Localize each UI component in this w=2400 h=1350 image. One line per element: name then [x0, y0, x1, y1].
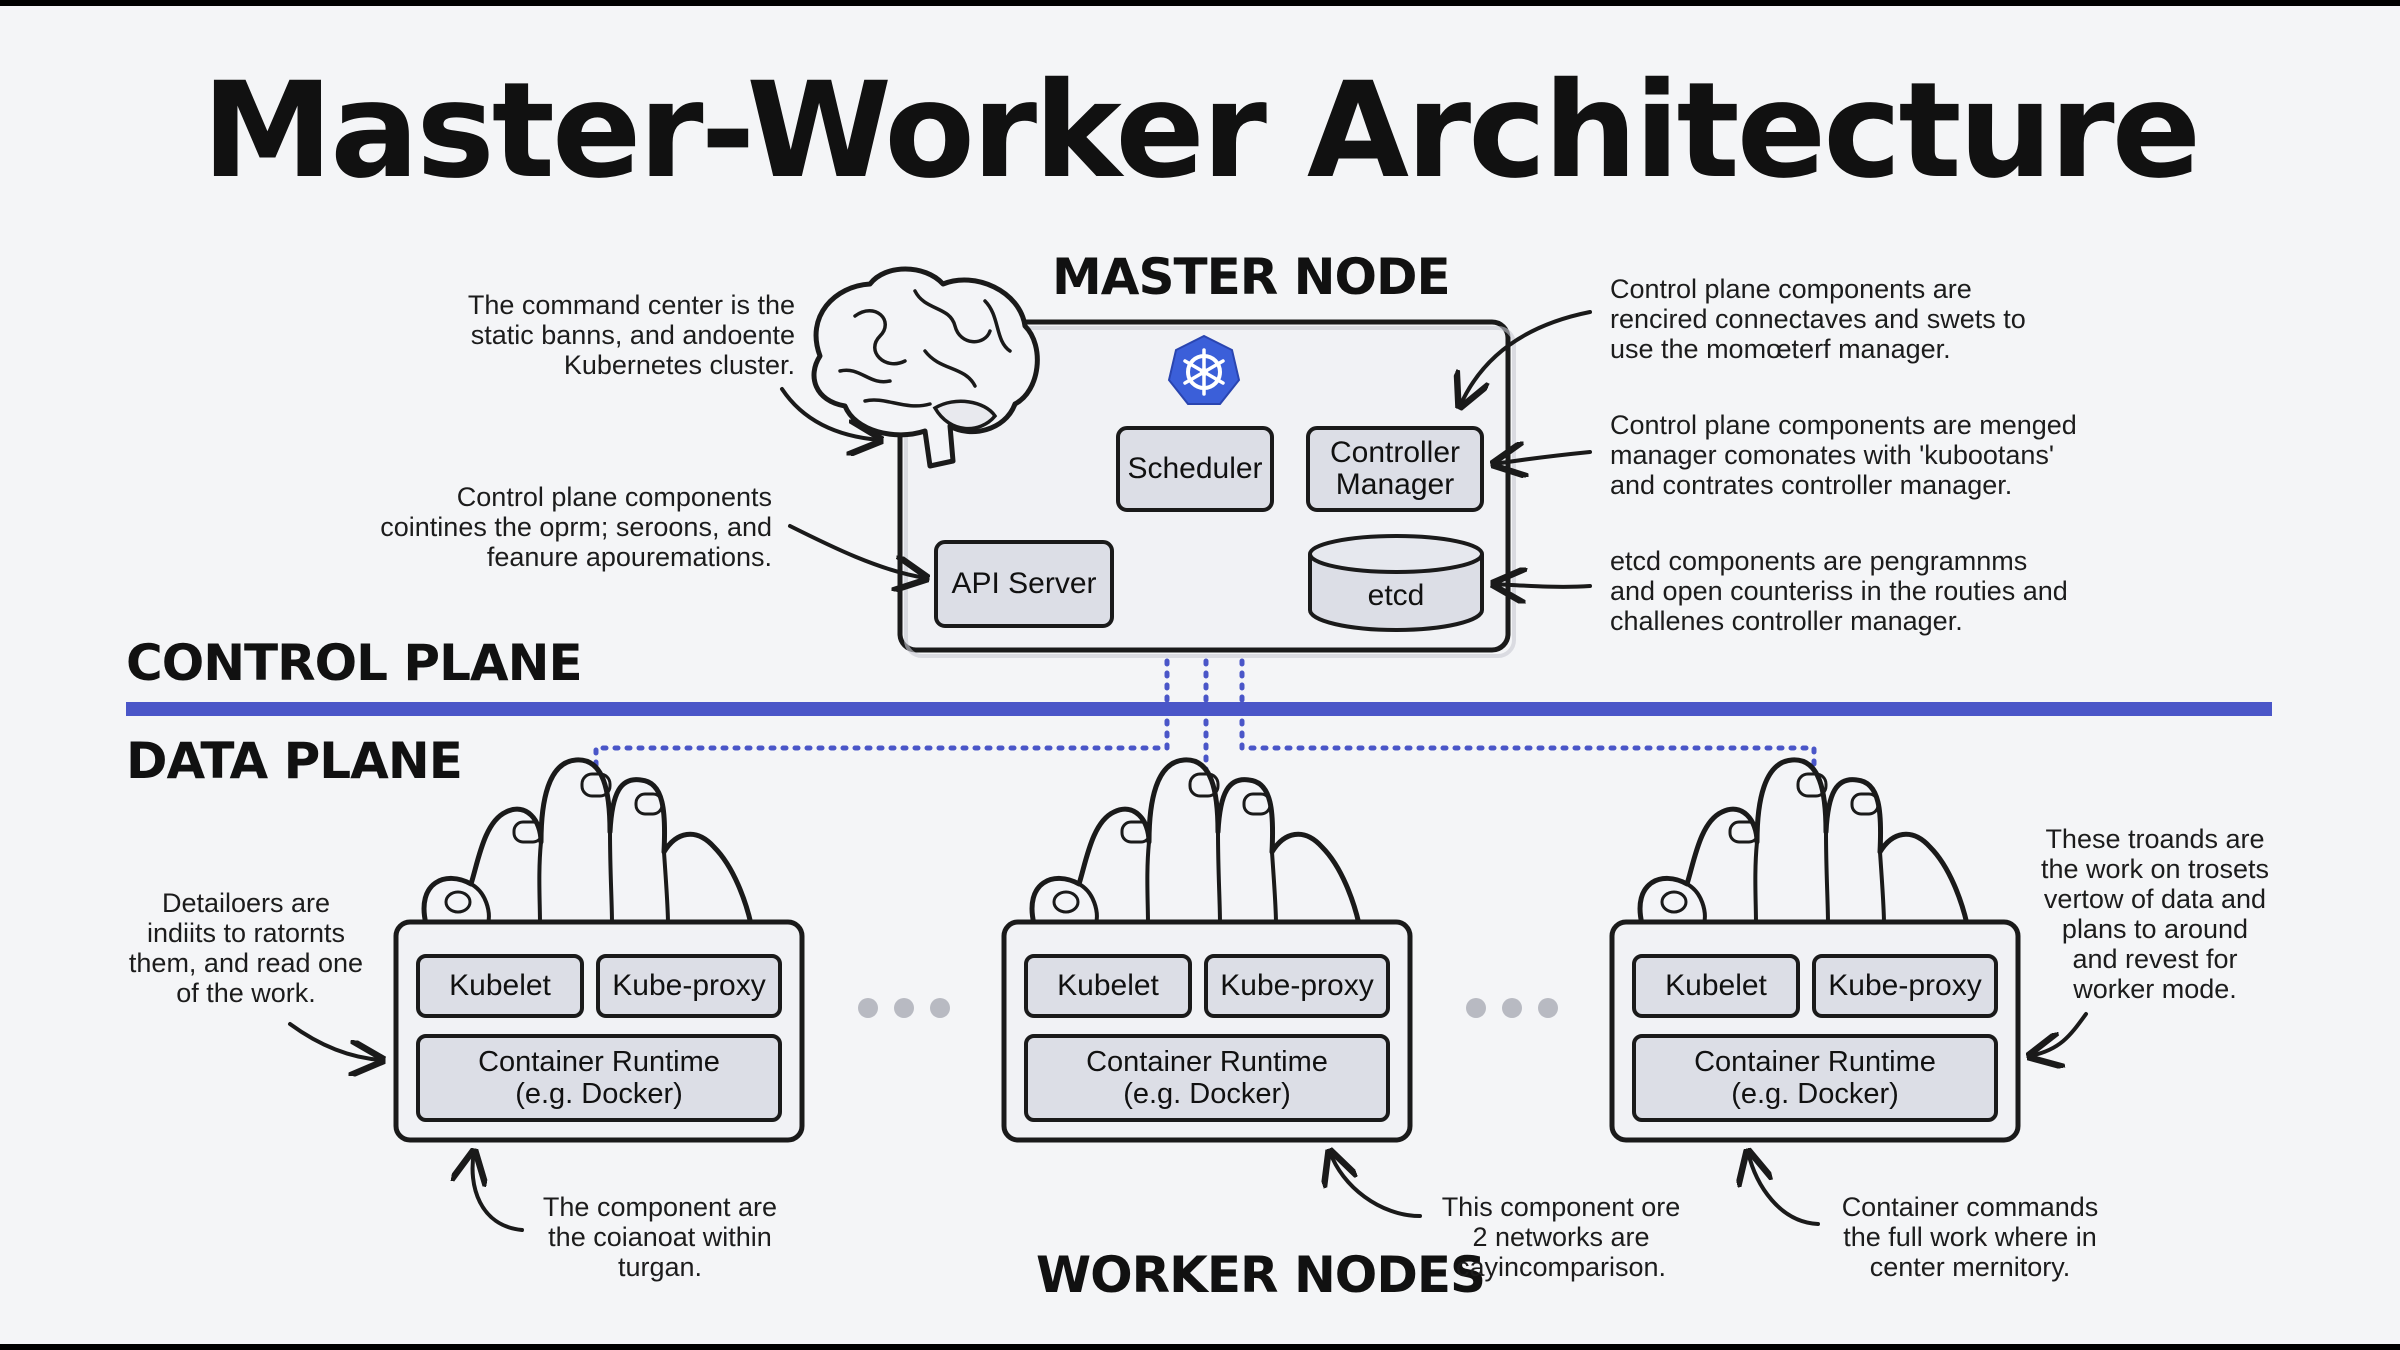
api-server-label: API Server — [951, 567, 1097, 600]
control-plane-heading: CONTROL PLANE — [126, 634, 583, 692]
kubelet-label: Kubelet — [1057, 969, 1159, 1002]
scheduler-label: Scheduler — [1127, 452, 1263, 485]
etcd-label: etcd — [1367, 579, 1425, 612]
kube-proxy-label: Kube-proxy — [1828, 969, 1982, 1002]
kube-proxy-label: Kube-proxy — [1220, 969, 1374, 1002]
kubernetes-helm-icon — [1167, 334, 1241, 405]
master-node-heading: MASTER NODE — [1052, 248, 1451, 306]
container-runtime-label: Container Runtime(e.g. Docker) — [1086, 1046, 1328, 1110]
container-runtime-label: Container Runtime(e.g. Docker) — [478, 1046, 720, 1110]
more-workers-dots — [858, 998, 1558, 1018]
controller-manager-box — [1306, 426, 1484, 512]
kubelet-label: Kubelet — [1665, 969, 1767, 1002]
annotation-arrows — [288, 310, 2088, 1232]
data-plane-heading: DATA PLANE — [126, 732, 463, 790]
worker-nodes-heading: WORKER NODES — [1036, 1246, 1486, 1304]
page-title: Master-Worker Architecture — [201, 54, 2201, 208]
diagram-svg — [126, 266, 2272, 1232]
worker-node-2 — [1001, 760, 1413, 1143]
kube-proxy-label: Kube-proxy — [612, 969, 766, 1002]
worker-node-1 — [393, 760, 805, 1143]
brain-icon — [811, 266, 1040, 469]
scheduler-box — [1116, 426, 1274, 512]
diagram-canvas: Master-Worker Architecture MASTER NODE C… — [0, 6, 2400, 1344]
worker-node-3 — [1609, 760, 2021, 1143]
api-server-box — [934, 540, 1114, 628]
kubelet-label: Kubelet — [449, 969, 551, 1002]
plane-divider — [126, 702, 2272, 716]
container-runtime-label: Container Runtime(e.g. Docker) — [1694, 1046, 1936, 1110]
etcd-cylinder — [1308, 534, 1484, 632]
